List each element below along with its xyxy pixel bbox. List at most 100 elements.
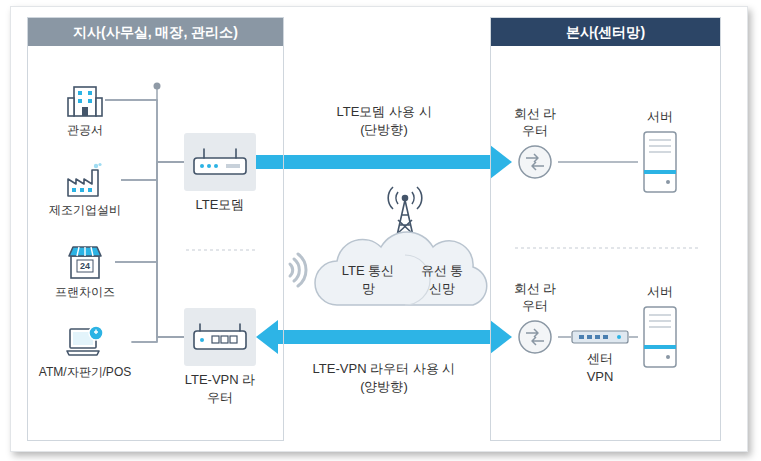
icon-part (78, 99, 82, 103)
icon-part (666, 355, 670, 359)
icon-part (226, 164, 240, 168)
terminal-icon: ATM/자판기/POS (39, 324, 132, 380)
icon-part (572, 331, 628, 343)
node-text: 본사(센터망) (491, 18, 720, 46)
icon-part (194, 331, 246, 349)
lte-modem: LTE모뎀 (184, 133, 256, 214)
link-line (105, 100, 184, 162)
icon-part (82, 107, 88, 116)
icon-part (595, 335, 600, 339)
edge-label: LTE-VPN 라우터 사용 시 (양방향) (309, 360, 459, 396)
connector-line (558, 161, 638, 163)
router-icon (517, 319, 553, 355)
icon-part (519, 321, 551, 353)
flow-arrow (256, 145, 512, 179)
flow-arrow (256, 320, 512, 354)
icon-part (526, 329, 544, 345)
icon-part (603, 335, 608, 339)
icon-part (221, 336, 228, 343)
icon-part (96, 98, 102, 116)
link-line (121, 162, 184, 180)
icon-part (526, 154, 544, 170)
connector-line (132, 337, 185, 342)
connector-line (629, 336, 638, 338)
node-text: LTE 통신망 (341, 262, 395, 297)
icon-part (88, 99, 92, 103)
icon-part (644, 307, 676, 367)
icon-part (71, 256, 99, 278)
server-icon (638, 130, 682, 194)
node-text: 회선 라우터 (512, 105, 558, 140)
icon-part (644, 345, 676, 349)
icon-part (72, 188, 76, 192)
router-icon (517, 144, 553, 180)
factory-icon: 제조기업설비 (49, 162, 121, 218)
icon-part (230, 336, 237, 343)
cvpn-icon (571, 329, 629, 345)
arrow-head (490, 320, 512, 354)
icon-part (78, 91, 82, 95)
icon-part (212, 336, 219, 343)
icon-part (207, 164, 211, 168)
icon-part (74, 87, 96, 116)
connector-line (105, 100, 184, 337)
connector-line (277, 330, 491, 344)
icon-part (200, 338, 204, 342)
connector-line (115, 162, 184, 262)
cloud-text-row: LTE 통신망유선 통신망 (331, 255, 479, 305)
node-text: 회선 라우터 (512, 280, 558, 315)
hq-panel: 본사(센터망)회선 라우터서버회선 라우터센터 VPN서버 (490, 17, 721, 441)
panel-header: 지사(사무실, 매장, 관리소) (28, 18, 283, 46)
icon-part (200, 164, 218, 168)
server-icon (638, 305, 682, 369)
sign-number: 24 (80, 262, 90, 271)
line-router: 회선 라우터 (512, 280, 558, 355)
shop-icon: 프랜차이즈 (55, 244, 115, 300)
laptop-icon (65, 324, 105, 360)
signal-waves (290, 254, 306, 286)
connector-line (256, 155, 491, 169)
icon-part (214, 164, 218, 168)
icon-part (519, 146, 551, 178)
building-icon: 관공서 (65, 82, 105, 138)
icon-part (212, 336, 237, 343)
modem-icon (190, 146, 250, 178)
network-cloud: LTE 통신망유선 통신망 (307, 225, 503, 315)
icon-part (388, 187, 422, 209)
link-line (132, 337, 185, 342)
icon-part (77, 260, 93, 272)
panel-header: 본사(센터망) (491, 18, 720, 46)
device-tile (184, 133, 256, 191)
icon-part (579, 335, 584, 339)
link-line (115, 162, 184, 262)
node-text: 서버 (647, 108, 673, 126)
link-line (115, 262, 184, 337)
icon-part (68, 98, 74, 116)
connector-line (105, 100, 184, 162)
node-text: 프랜차이즈 (55, 284, 115, 300)
icon-part (94, 330, 98, 335)
separator (515, 247, 700, 248)
icon-part (77, 247, 93, 256)
icon-part (69, 247, 101, 256)
icon-part (68, 170, 98, 196)
center-vpn: 센터 VPN (571, 329, 629, 385)
icon-part (67, 351, 99, 355)
icon-part (80, 188, 84, 192)
bus-dot (154, 83, 161, 90)
icon-part (644, 170, 676, 174)
icon-part (649, 315, 671, 327)
separator (186, 249, 256, 250)
connector-line (115, 262, 184, 337)
building-icon (65, 82, 105, 118)
link-line (558, 162, 638, 163)
node-text: ATM/자판기/POS (39, 364, 131, 380)
connector-line (121, 162, 184, 180)
icon-part (78, 91, 92, 103)
icon-part (88, 188, 92, 192)
connector-line (558, 336, 571, 338)
link-line (105, 100, 184, 337)
link-line (121, 180, 184, 337)
node-text: 제조기업설비 (49, 202, 121, 218)
